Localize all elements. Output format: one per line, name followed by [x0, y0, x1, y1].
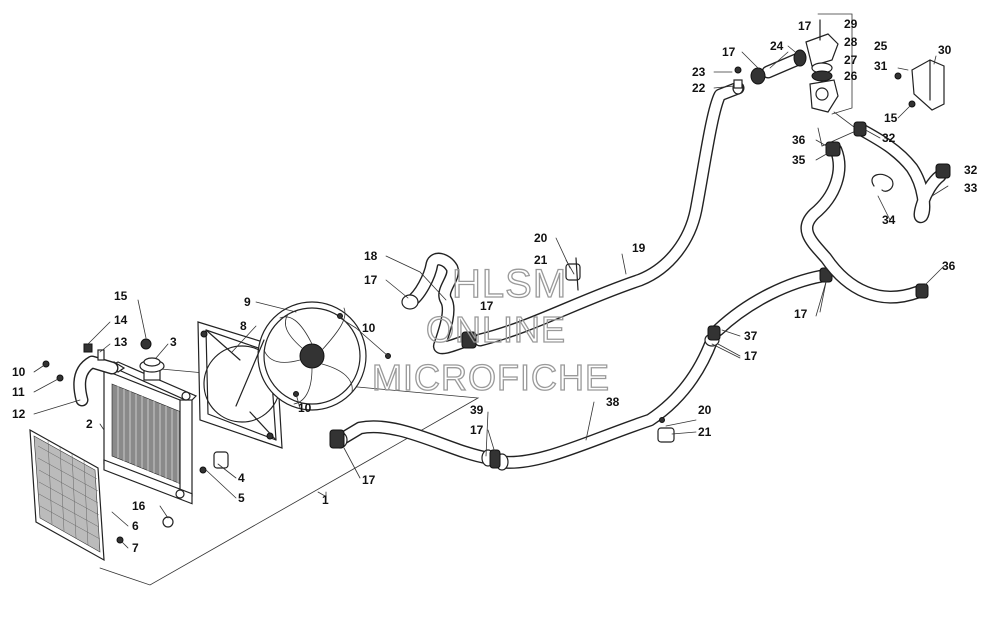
callout-39: 39	[470, 403, 484, 417]
callout-17-c: 17	[480, 299, 494, 313]
watermark-line-1: HLSM	[452, 262, 567, 306]
watermark-line-3: MICROFICHE	[372, 357, 610, 398]
callout-17-a: 17	[362, 473, 376, 487]
callout-34: 34	[882, 213, 896, 227]
callout-35: 35	[792, 153, 806, 167]
watermark-line-2: ONLINE	[426, 309, 566, 350]
thermostat-housing	[750, 13, 859, 147]
callout-9: 9	[244, 295, 251, 309]
callout-2: 2	[86, 417, 93, 431]
callout-28: 28	[844, 35, 858, 49]
callout-33: 33	[964, 181, 978, 195]
callout-10-c: 10	[298, 401, 312, 415]
radiator-hardware	[42, 338, 229, 544]
callout-10-a: 10	[362, 321, 376, 335]
callout-38: 38	[606, 395, 620, 409]
callout-15-a: 15	[114, 289, 128, 303]
callout-30: 30	[938, 43, 952, 57]
callout-6: 6	[132, 519, 139, 533]
callout-22: 22	[692, 81, 706, 95]
callout-24: 24	[770, 39, 784, 53]
callout-8: 8	[240, 319, 247, 333]
mounting-bracket	[894, 59, 945, 111]
callout-17-e: 17	[744, 349, 758, 363]
callout-25: 25	[874, 39, 888, 53]
callout-1: 1	[322, 493, 329, 507]
watermark: HLSM ONLINE MICROFICHE	[371, 261, 610, 398]
callout-16: 16	[132, 499, 146, 513]
hose-clip-21-upper	[565, 257, 581, 291]
callout-14: 14	[114, 313, 128, 327]
callout-26: 26	[844, 69, 858, 83]
callout-19: 19	[632, 241, 646, 255]
callout-32-b: 32	[964, 163, 978, 177]
callout-5: 5	[238, 491, 245, 505]
radiator-screen	[29, 428, 105, 562]
callout-3: 3	[170, 335, 177, 349]
callout-36-b: 36	[942, 259, 956, 273]
callout-17-g: 17	[722, 45, 736, 59]
radiator-core	[103, 361, 198, 505]
callout-31: 31	[874, 59, 888, 73]
callout-15-b: 15	[884, 111, 898, 125]
callout-17-d: 17	[470, 423, 484, 437]
leader-lines	[33, 45, 949, 549]
callout-17-b: 17	[364, 273, 378, 287]
callout-18: 18	[364, 249, 378, 263]
callout-29: 29	[844, 17, 858, 31]
callout-37: 37	[744, 329, 758, 343]
callout-7: 7	[132, 541, 139, 555]
callout-21-a: 21	[534, 253, 548, 267]
callout-20-a: 20	[534, 231, 548, 245]
radiator-cap	[139, 357, 165, 381]
spring-clip	[871, 173, 894, 192]
callout-36-a: 36	[792, 133, 806, 147]
callout-23: 23	[692, 65, 706, 79]
callout-32-a: 32	[882, 131, 896, 145]
callout-labels: 1 2 3 4 5 6 7 8 9 10 10 10 11 12 13 14 1…	[12, 17, 978, 555]
callout-17-f: 17	[794, 307, 808, 321]
callout-17-h: 17	[798, 19, 812, 33]
callout-21-b: 21	[698, 425, 712, 439]
callout-12: 12	[12, 407, 26, 421]
callout-13: 13	[114, 335, 128, 349]
callout-10-b: 10	[12, 365, 26, 379]
callout-27: 27	[844, 53, 858, 67]
callout-20-b: 20	[698, 403, 712, 417]
hose-clip-21-lower	[657, 417, 675, 443]
callout-11: 11	[12, 385, 25, 399]
callout-4: 4	[238, 471, 245, 485]
cooling-fan	[235, 301, 391, 411]
